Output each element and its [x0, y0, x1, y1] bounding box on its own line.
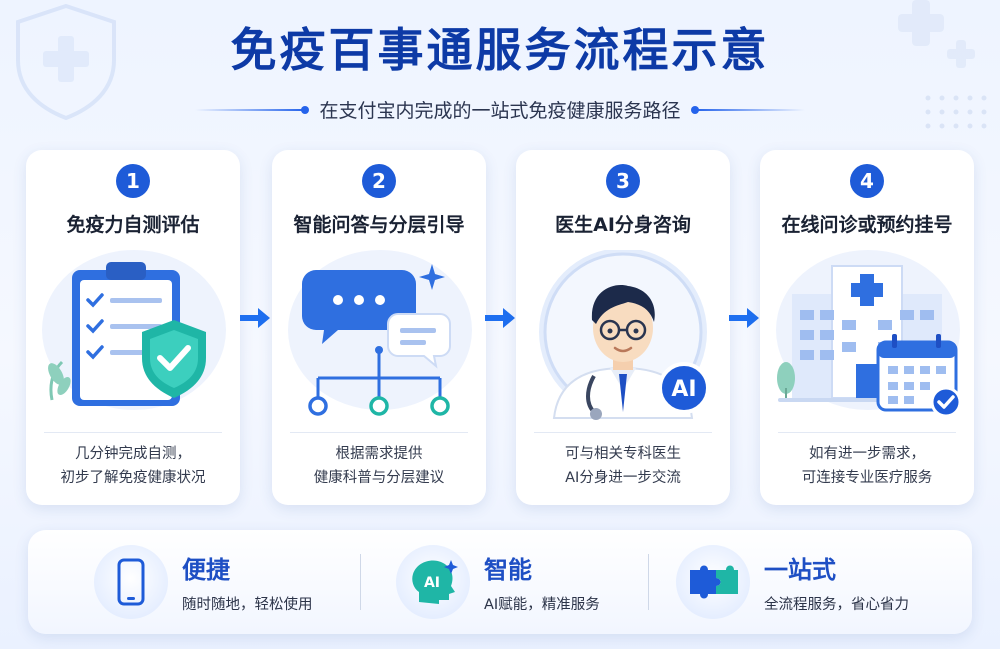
feature-title: 智能 [484, 556, 532, 584]
feature-smart: AI 智能 AI赋能，精准服务 [396, 530, 600, 634]
step-number-badge: 3 [606, 164, 640, 198]
step-description: 如有进一步需求， 可连接专业医疗服务 [760, 442, 974, 490]
feature-desc: AI赋能，精准服务 [484, 597, 600, 613]
doctor-avatar-icon: AI [539, 250, 710, 420]
step-card-1: 1 免疫力自测评估 几分钟完成自测， 初步了解免疫健康状况 [26, 150, 240, 505]
arrow-right-icon [240, 308, 270, 328]
step-desc-line-2: 初步了解免疫健康状况 [60, 470, 206, 486]
feature-bar: 便捷 随时随地，轻松使用 AI 智能 AI赋能，精准服务 一站式 全流程服务，省 [28, 530, 972, 634]
ai-head-text: AI [424, 575, 440, 591]
step-desc-line-1: 几分钟完成自测， [75, 446, 191, 462]
hospital-calendar-icon [776, 250, 962, 418]
page-subtitle: 在支付宝内完成的一站式免疫健康服务路径 [319, 100, 681, 122]
feature-title: 便捷 [182, 556, 230, 584]
step-description: 根据需求提供 健康科普与分层建议 [272, 442, 486, 490]
step-number-badge: 2 [362, 164, 396, 198]
step-desc-line-2: AI分身进一步交流 [565, 470, 681, 486]
step-title: 智能问答与分层引导 [293, 214, 465, 236]
subtitle-row: 在支付宝内完成的一站式免疫健康服务路径 [0, 96, 1000, 123]
step-card-4: 4 在线问诊或预约挂号 如有进一步需求 [760, 150, 974, 505]
clipboard-shield-icon [42, 250, 226, 410]
phone-icon [94, 545, 168, 619]
feature-one-stop: 一站式 全流程服务，省心省力 [676, 530, 909, 634]
step-desc-line-1: 可与相关专科医生 [565, 446, 681, 462]
shield-decoration-icon [16, 3, 116, 120]
step-description: 几分钟完成自测， 初步了解免疫健康状况 [26, 442, 240, 490]
step-desc-line-1: 如有进一步需求， [809, 446, 925, 462]
step-number-badge: 4 [850, 164, 884, 198]
feature-separator [360, 554, 361, 610]
ai-head-icon: AI [396, 545, 470, 619]
feature-desc: 全流程服务，省心省力 [764, 597, 909, 613]
feature-desc: 随时随地，轻松使用 [182, 597, 313, 613]
step-desc-line-2: 健康科普与分层建议 [313, 470, 445, 486]
step-title: 在线问诊或预约挂号 [781, 214, 953, 236]
feature-convenient: 便捷 随时随地，轻松使用 [94, 530, 313, 634]
step-number-badge: 1 [116, 164, 150, 198]
step-title: 医生AI分身咨询 [555, 214, 691, 236]
ai-badge-text: AI [671, 377, 696, 402]
puzzle-icon [676, 545, 750, 619]
card-divider [534, 432, 712, 433]
step-card-2: 2 智能问答与分层引导 根据需求提供 健康科普与分层建议 [272, 150, 486, 505]
feature-title: 一站式 [764, 556, 836, 584]
step-title: 免疫力自测评估 [66, 214, 200, 236]
chat-tree-icon [288, 250, 472, 416]
dots-decoration-icon [925, 95, 987, 129]
step-desc-line-1: 根据需求提供 [335, 446, 423, 462]
feature-separator [648, 554, 649, 610]
page-title: 免疫百事通服务流程示意 [230, 23, 770, 77]
step-description: 可与相关专科医生 AI分身进一步交流 [516, 442, 730, 490]
step-desc-line-2: 可连接专业医疗服务 [801, 470, 933, 486]
card-divider [290, 432, 468, 433]
card-divider [44, 432, 222, 433]
card-divider [778, 432, 956, 433]
arrow-right-icon [729, 308, 759, 328]
arrow-right-icon [485, 308, 515, 328]
step-card-3: 3 医生AI分身咨询 AI 可与相关专科医生 AI分身进一步交流 [516, 150, 730, 505]
subtitle-right-line [690, 105, 805, 114]
subtitle-left-line [195, 105, 310, 114]
plus-decoration-icon [898, 0, 975, 68]
